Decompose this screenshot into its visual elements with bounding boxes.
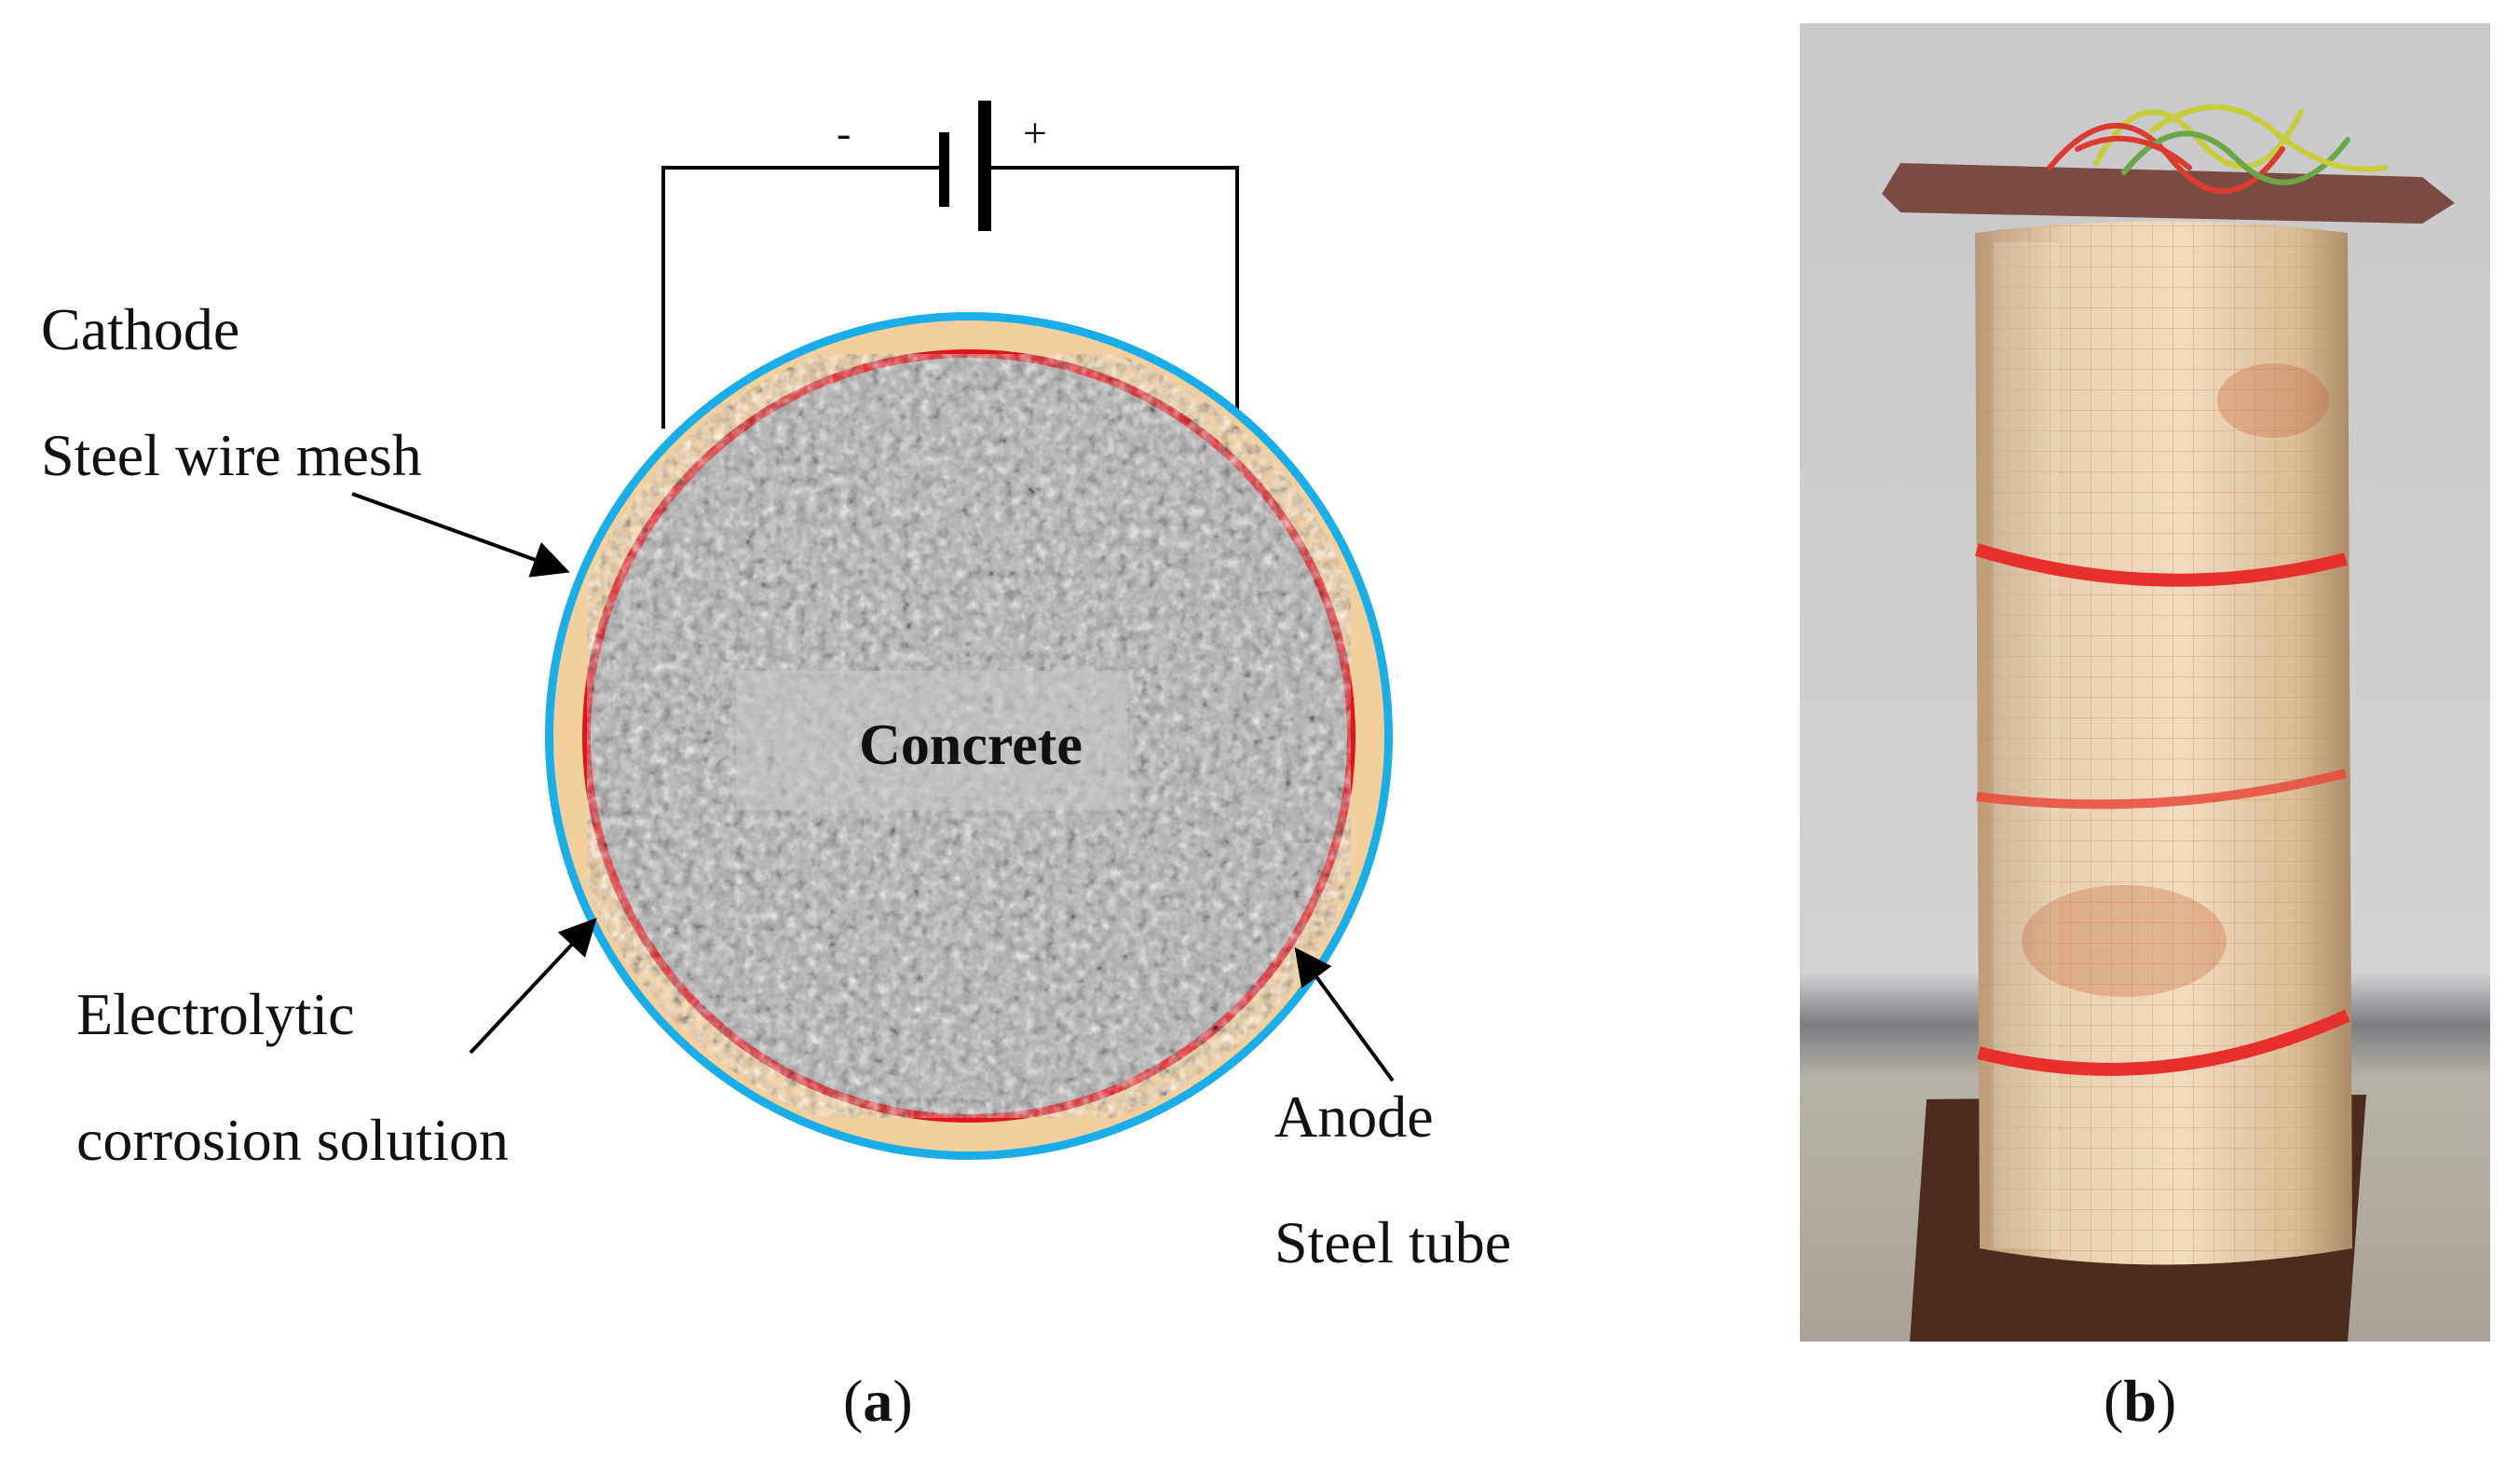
cathode-label: Cathode xyxy=(41,296,239,362)
solution-leader-arrow xyxy=(469,918,597,1055)
electrolytic-label: Electrolytic xyxy=(76,981,355,1047)
specimen-cylinder xyxy=(1974,221,2352,1265)
panel-b-photo: (b) xyxy=(1800,23,2490,1434)
anode-leader-arrow xyxy=(1294,947,1395,1083)
battery-plus-sign: + xyxy=(1023,109,1047,157)
caption-a: (a) xyxy=(843,1368,913,1434)
anode-label: Anode xyxy=(1274,1083,1434,1150)
steel-tube-label: Steel tube xyxy=(1274,1209,1511,1275)
battery-icon xyxy=(939,101,991,231)
top-plate xyxy=(1882,163,2455,224)
panel-a-schematic: - + Concrete Cathode Steel wire mesh Ele… xyxy=(41,101,1511,1434)
concrete-core xyxy=(587,354,1351,1118)
circuit-wire xyxy=(661,166,1239,475)
steel-wire-mesh-label: Steel wire mesh xyxy=(41,422,422,488)
mesh-leader-arrow xyxy=(351,492,570,578)
concrete-label: Concrete xyxy=(859,714,1083,777)
caption-b: (b) xyxy=(2104,1368,2176,1434)
battery-minus-sign: - xyxy=(837,109,851,157)
corrosion-solution-label: corrosion solution xyxy=(76,1107,509,1173)
lead-wires xyxy=(2047,104,2388,194)
